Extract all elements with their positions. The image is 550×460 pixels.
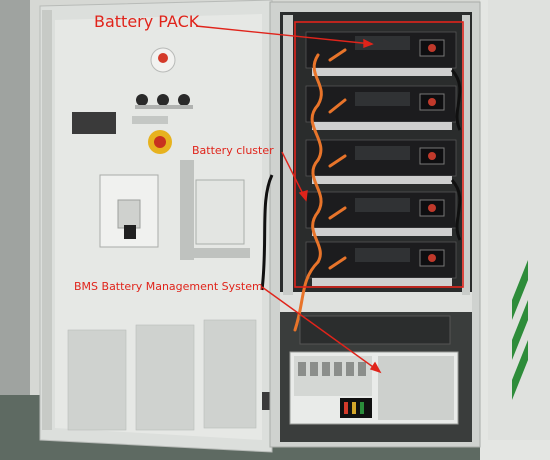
battery-pack-label: Battery PACK bbox=[94, 12, 200, 31]
bms-label: BMS Battery Management System bbox=[74, 280, 263, 293]
left-edge-shadow bbox=[0, 0, 30, 460]
door-switches bbox=[135, 94, 193, 109]
document-pocket bbox=[195, 179, 245, 245]
indicator-lamp-red bbox=[158, 53, 168, 63]
annotation-arrows bbox=[195, 25, 382, 374]
power-module bbox=[299, 315, 451, 345]
battery-pack-highlight-box bbox=[294, 21, 464, 288]
battery-module-4 bbox=[305, 191, 457, 236]
battery-module-5 bbox=[305, 241, 457, 286]
battery-module-3 bbox=[305, 139, 457, 184]
battery-cluster-label: Battery cluster bbox=[192, 144, 274, 157]
battery-module-2 bbox=[305, 85, 457, 130]
black-cables bbox=[260, 68, 462, 291]
neighbour-cabinet bbox=[480, 0, 550, 460]
rack-shelf bbox=[280, 292, 472, 312]
door-vents bbox=[67, 319, 257, 431]
door-bracket bbox=[180, 160, 194, 260]
bms-vent bbox=[378, 356, 454, 420]
battery-cables bbox=[293, 48, 347, 332]
door-handle bbox=[262, 392, 270, 410]
bms-unit bbox=[289, 351, 459, 425]
battery-module-1 bbox=[305, 31, 457, 76]
cabinet-door bbox=[39, 0, 273, 453]
door-hinge-strip bbox=[42, 10, 52, 430]
nameplate bbox=[72, 112, 116, 134]
